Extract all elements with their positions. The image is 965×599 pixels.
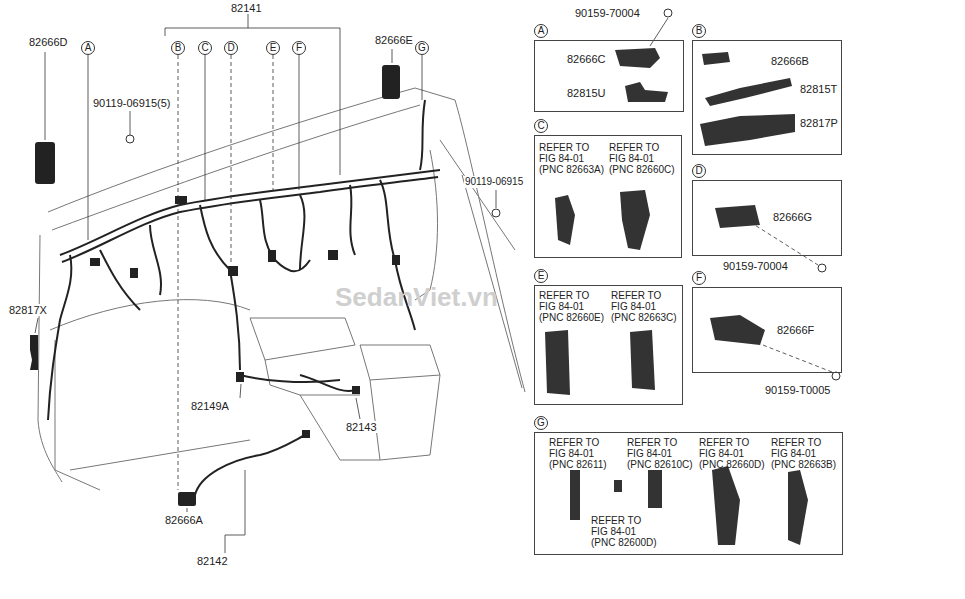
panel-letter: G <box>534 416 548 430</box>
panel-letter: C <box>534 119 548 133</box>
callout-letter: C <box>199 42 211 54</box>
callout-letter: G <box>416 42 428 54</box>
callout-number: 82141 <box>230 2 263 14</box>
part-number: 82666C <box>567 53 606 65</box>
callout-number: 82666A <box>164 514 204 526</box>
callout-number: 82143 <box>345 421 378 433</box>
part-number: 82815U <box>567 87 606 99</box>
callout-circle: E <box>266 41 280 55</box>
callout-circle: G <box>415 41 429 55</box>
detail-panel: A82666C82815U <box>534 40 684 112</box>
part-number: 82817P <box>800 117 838 129</box>
detail-panel: F82666F <box>692 287 842 373</box>
callout-number: 90159-70004 <box>722 260 789 272</box>
reference-note: REFER TO FIG 84-01 (PNC 82663C) <box>611 290 679 323</box>
callout-circle: B <box>171 41 185 55</box>
callout-circle: C <box>198 41 212 55</box>
callout-number: 90159-70004 <box>574 7 641 19</box>
part-number: 82666G <box>773 211 812 223</box>
reference-note: REFER TO FIG 84-01 (PNC 82660E) <box>539 290 607 323</box>
reference-note: REFER TO FIG 84-01 (PNC 82611) <box>549 437 617 470</box>
panel-letter: E <box>534 269 548 283</box>
callout-letter: B <box>172 42 184 54</box>
panel-letter: D <box>692 164 706 178</box>
reference-note: REFER TO FIG 84-01 (PNC 82600D) <box>591 515 659 548</box>
callout-number: 82817X <box>8 304 48 316</box>
callout-number: 82666D <box>28 36 69 48</box>
detail-panel: CREFER TO FIG 84-01 (PNC 82663A)REFER TO… <box>534 135 682 258</box>
callout-circle: D <box>224 41 238 55</box>
callout-letter: F <box>293 42 305 54</box>
callout-circle: F <box>292 41 306 55</box>
detail-panel: EREFER TO FIG 84-01 (PNC 82660E)REFER TO… <box>534 285 683 405</box>
detail-panel: B82666B82815T82817P <box>692 40 842 155</box>
reference-note: REFER TO FIG 84-01 (PNC 82663B) <box>771 437 839 470</box>
detail-panel: D82666G <box>692 180 842 256</box>
panel-letter: A <box>534 24 548 38</box>
callout-number: 82149A <box>190 400 230 412</box>
callout-number: 82666E <box>374 34 414 46</box>
callout-number: 90119-06915(5) <box>92 97 171 109</box>
panel-letter: F <box>692 271 706 285</box>
callout-number: 90159-T0005 <box>764 384 831 396</box>
callout-letter: D <box>225 42 237 54</box>
detail-panel: GREFER TO FIG 84-01 (PNC 82611)REFER TO … <box>534 432 843 555</box>
panel-letter: B <box>692 24 706 38</box>
reference-note: REFER TO FIG 84-01 (PNC 82663A) <box>539 142 607 175</box>
part-number: 82666F <box>777 324 814 336</box>
callout-circle: A <box>81 41 95 55</box>
reference-note: REFER TO FIG 84-01 (PNC 82660D) <box>699 437 767 470</box>
callout-number: 82142 <box>196 555 229 567</box>
part-number: 82815T <box>800 83 837 95</box>
callout-letter: A <box>82 42 94 54</box>
reference-note: REFER TO FIG 84-01 (PNC 82660C) <box>609 142 677 175</box>
watermark: SedanViet.vn <box>335 283 498 311</box>
callout-number: 90119-06915 <box>464 176 524 188</box>
part-number: 82666B <box>771 55 809 67</box>
callout-letter: E <box>267 42 279 54</box>
reference-note: REFER TO FIG 84-01 (PNC 82610C) <box>627 437 695 470</box>
